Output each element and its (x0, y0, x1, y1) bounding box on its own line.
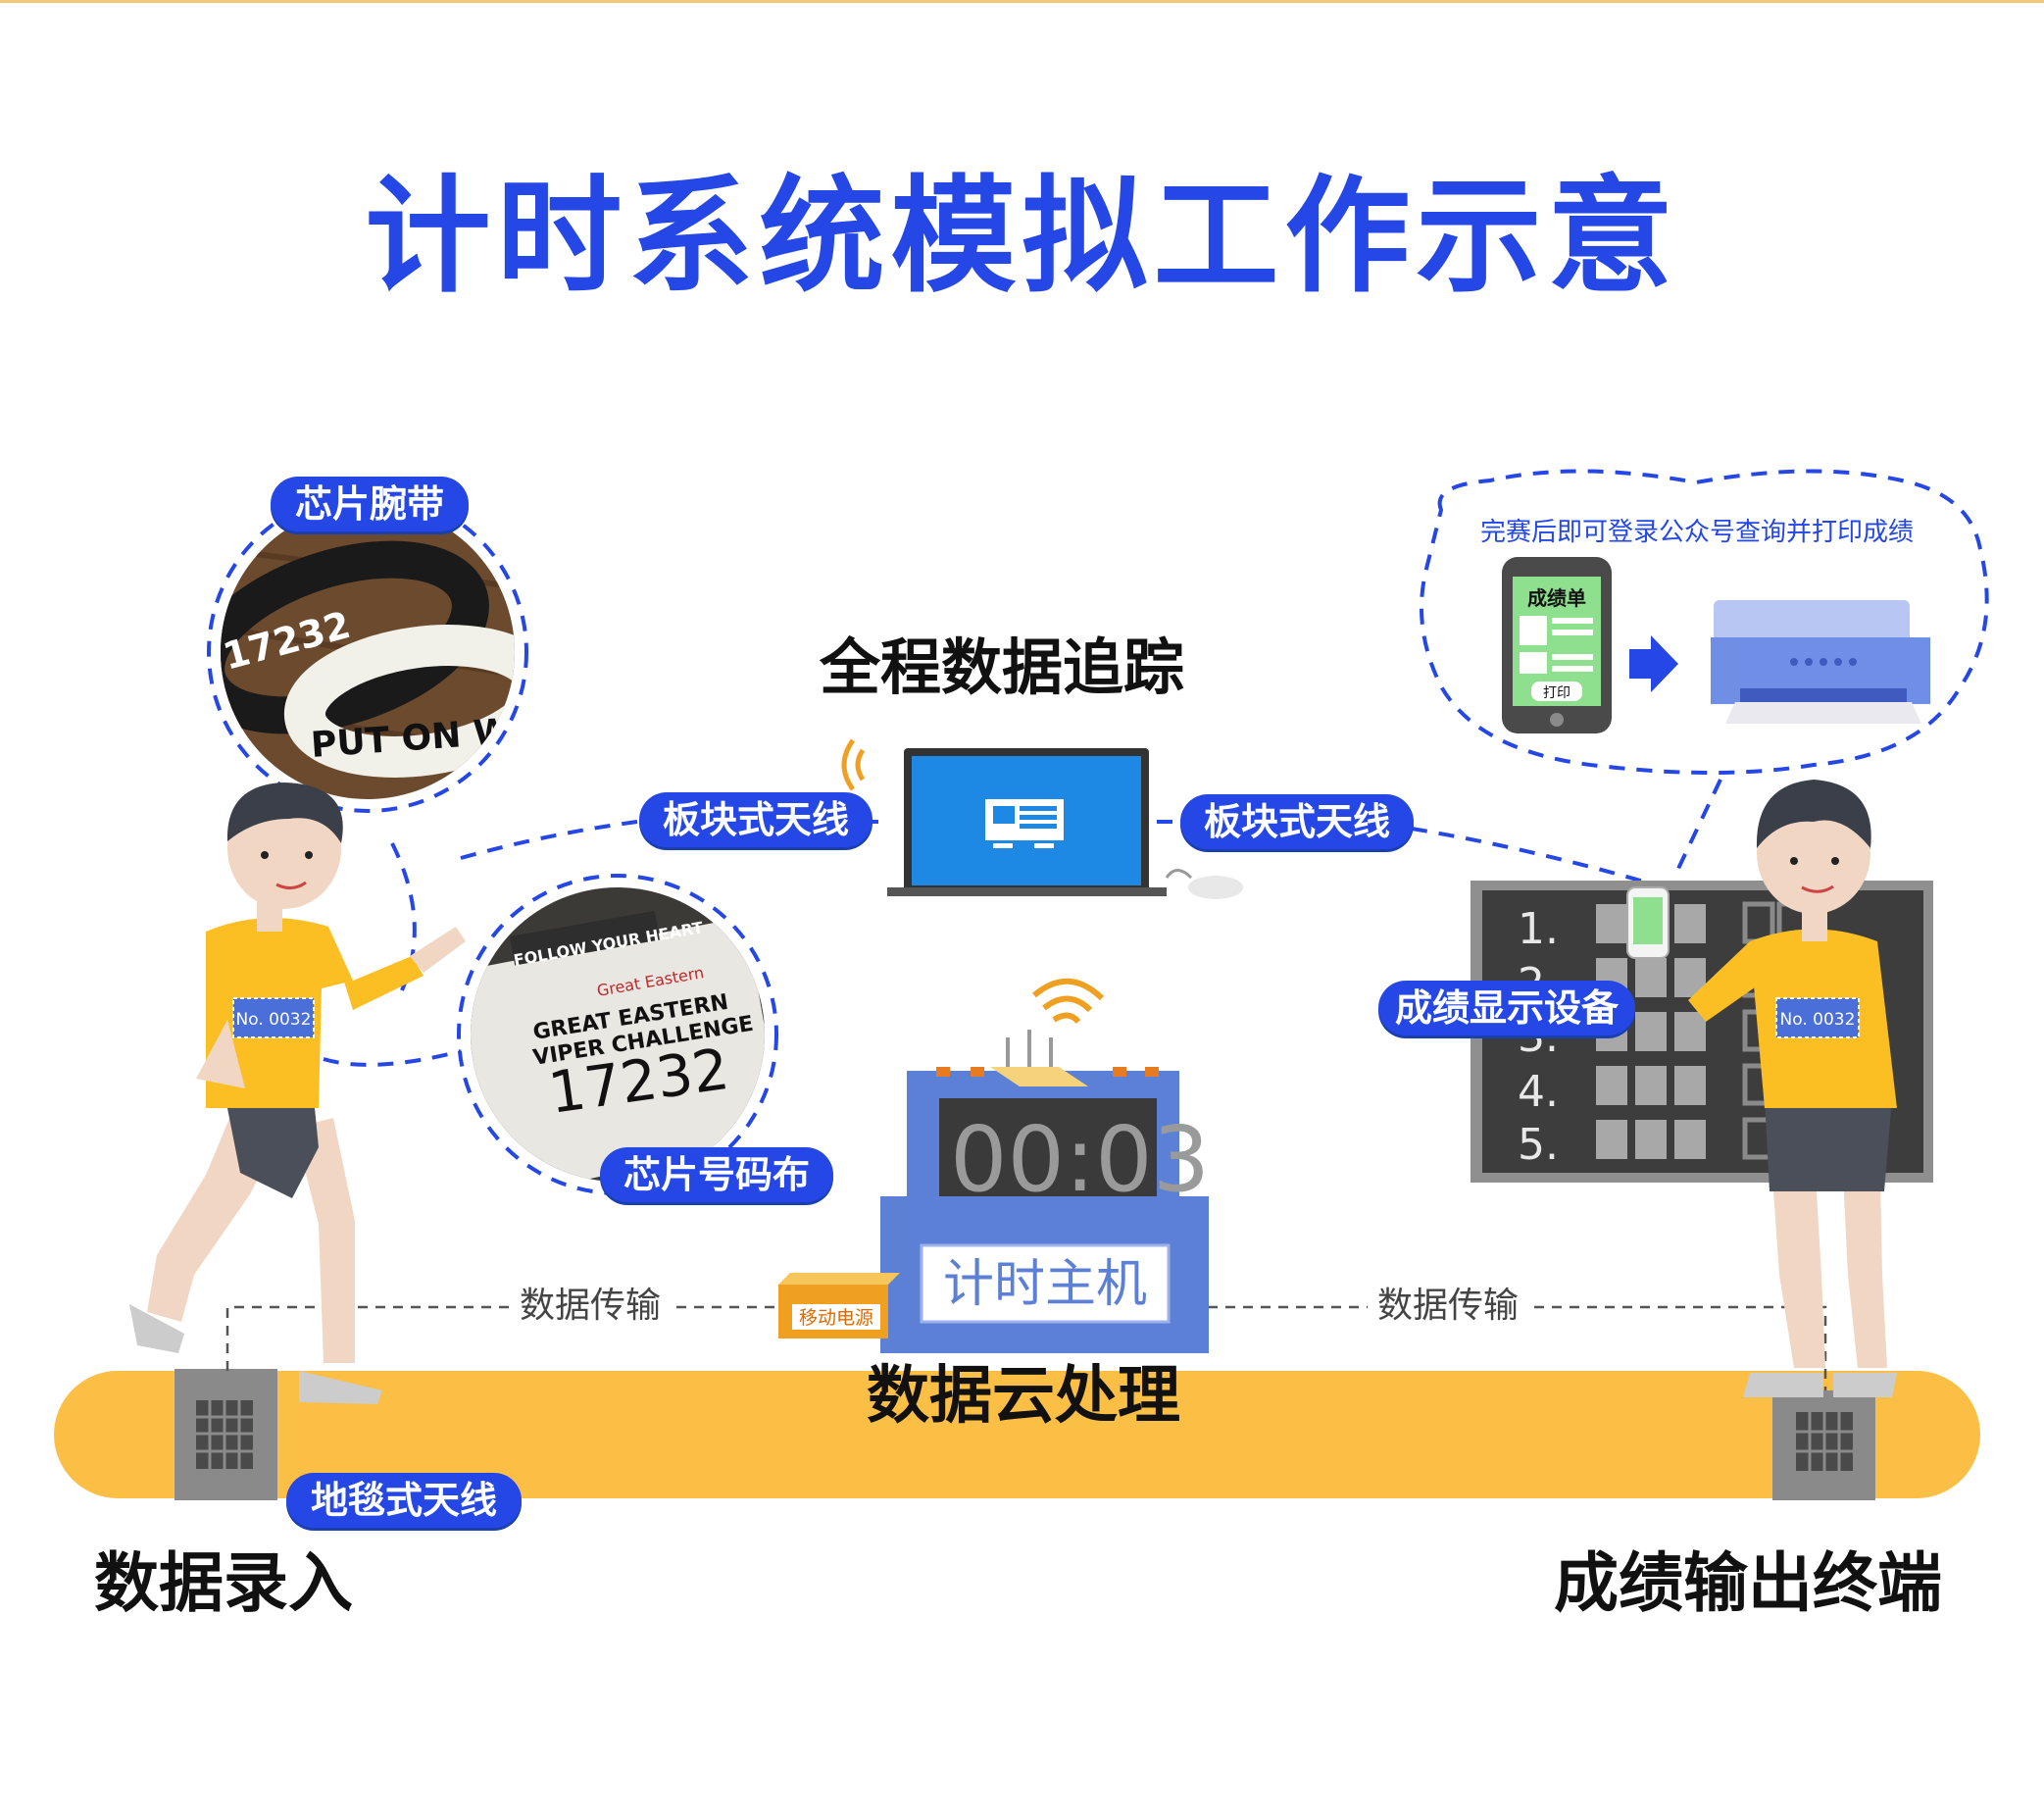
display-device-label: 成绩显示设备 (1378, 981, 1635, 1035)
svg-text:5.: 5. (1518, 1120, 1559, 1170)
laptop (841, 738, 1243, 899)
svg-text:1.: 1. (1518, 904, 1559, 954)
runner-right: No. 0032 (1626, 780, 1897, 1397)
monitor-icon (985, 799, 1064, 848)
timer-host: 00:03 计时主机 (880, 978, 1210, 1353)
printer-icon (1711, 600, 1930, 724)
tracking-heading: 全程数据追踪 (820, 631, 1185, 703)
svg-text:No. 0032: No. 0032 (236, 1010, 312, 1030)
antenna-left-label: 板块式天线 (639, 792, 872, 847)
output-heading: 成绩输出终端 (1554, 1545, 1942, 1621)
arrow-right-icon (1629, 635, 1678, 692)
transfer-right-label: 数据传输 (1368, 1288, 1529, 1324)
scoreboard: 1. 2. 3. 4. 5. (1471, 881, 1933, 1183)
track (54, 1371, 1980, 1498)
wristband-photo: 17232 PUT ON W (221, 505, 515, 799)
carpet-antenna-label: 地毯式天线 (286, 1473, 522, 1528)
svg-text:移动电源: 移动电源 (799, 1307, 873, 1329)
carpet-antenna-right (1772, 1390, 1875, 1500)
antenna-right-label: 板块式天线 (1180, 794, 1414, 849)
svg-text:成绩单: 成绩单 (1527, 586, 1586, 610)
carpet-antenna-left (174, 1369, 277, 1500)
cloud-heading: 数据云处理 (867, 1360, 1180, 1433)
runner-left: No. 0032 (129, 783, 466, 1404)
svg-text:No. 0032: No. 0032 (1780, 1010, 1856, 1030)
phone-icon: 成绩单 打印 (1502, 557, 1612, 733)
transfer-left-label: 数据传输 (510, 1288, 672, 1324)
svg-text:计时主机: 计时主机 (943, 1255, 1147, 1314)
top-border (0, 0, 2044, 3)
mobile-power: 移动电源 (778, 1273, 900, 1338)
svg-text:00:03: 00:03 (950, 1107, 1210, 1212)
data-input-heading: 数据录入 (94, 1545, 353, 1621)
wristband-label: 芯片腕带 (271, 477, 469, 531)
svg-text:打印: 打印 (1543, 684, 1570, 701)
bib-label: 芯片号码布 (600, 1147, 833, 1202)
page-title: 计时系统模拟工作示意 (365, 164, 1679, 310)
cloud-bubble-text: 完赛后即可登录公众号查询并打印成绩 (1480, 518, 1915, 547)
bib-photo: FOLLOW YOUR HEART Great Eastern GREAT EA… (471, 887, 765, 1182)
wifi-icon (1032, 978, 1105, 1025)
svg-text:4.: 4. (1518, 1067, 1559, 1117)
wifi-icon (841, 738, 866, 791)
